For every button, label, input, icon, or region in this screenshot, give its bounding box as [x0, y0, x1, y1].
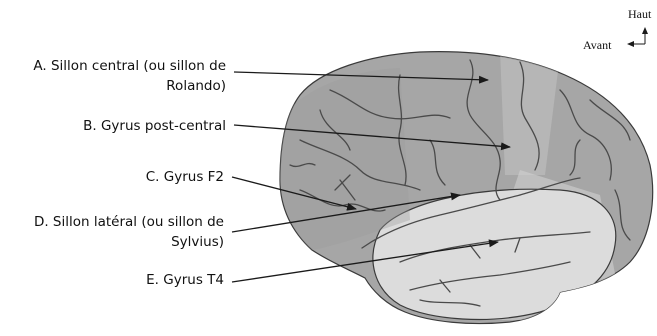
label-e-line1: E. Gyrus T4 — [146, 270, 224, 290]
brain-hemisphere — [280, 50, 653, 324]
label-a-line2: Rolando) — [33, 76, 226, 96]
orientation-indicator — [628, 28, 645, 44]
label-d: D. Sillon latéral (ou sillon de Sylvius) — [34, 212, 224, 252]
label-b-line1: B. Gyrus post-central — [83, 116, 226, 136]
label-a: A. Sillon central (ou sillon de Rolando) — [33, 56, 226, 96]
label-a-line1: A. Sillon central (ou sillon de — [33, 56, 226, 76]
front-label: Avant — [583, 38, 611, 53]
label-c-line1: C. Gyrus F2 — [146, 167, 224, 187]
label-d-line1: D. Sillon latéral (ou sillon de — [34, 212, 224, 232]
label-e: E. Gyrus T4 — [146, 270, 224, 290]
label-b: B. Gyrus post-central — [83, 116, 226, 136]
label-d-line2: Sylvius) — [34, 232, 224, 252]
label-c: C. Gyrus F2 — [146, 167, 224, 187]
up-label: Haut — [628, 7, 651, 22]
